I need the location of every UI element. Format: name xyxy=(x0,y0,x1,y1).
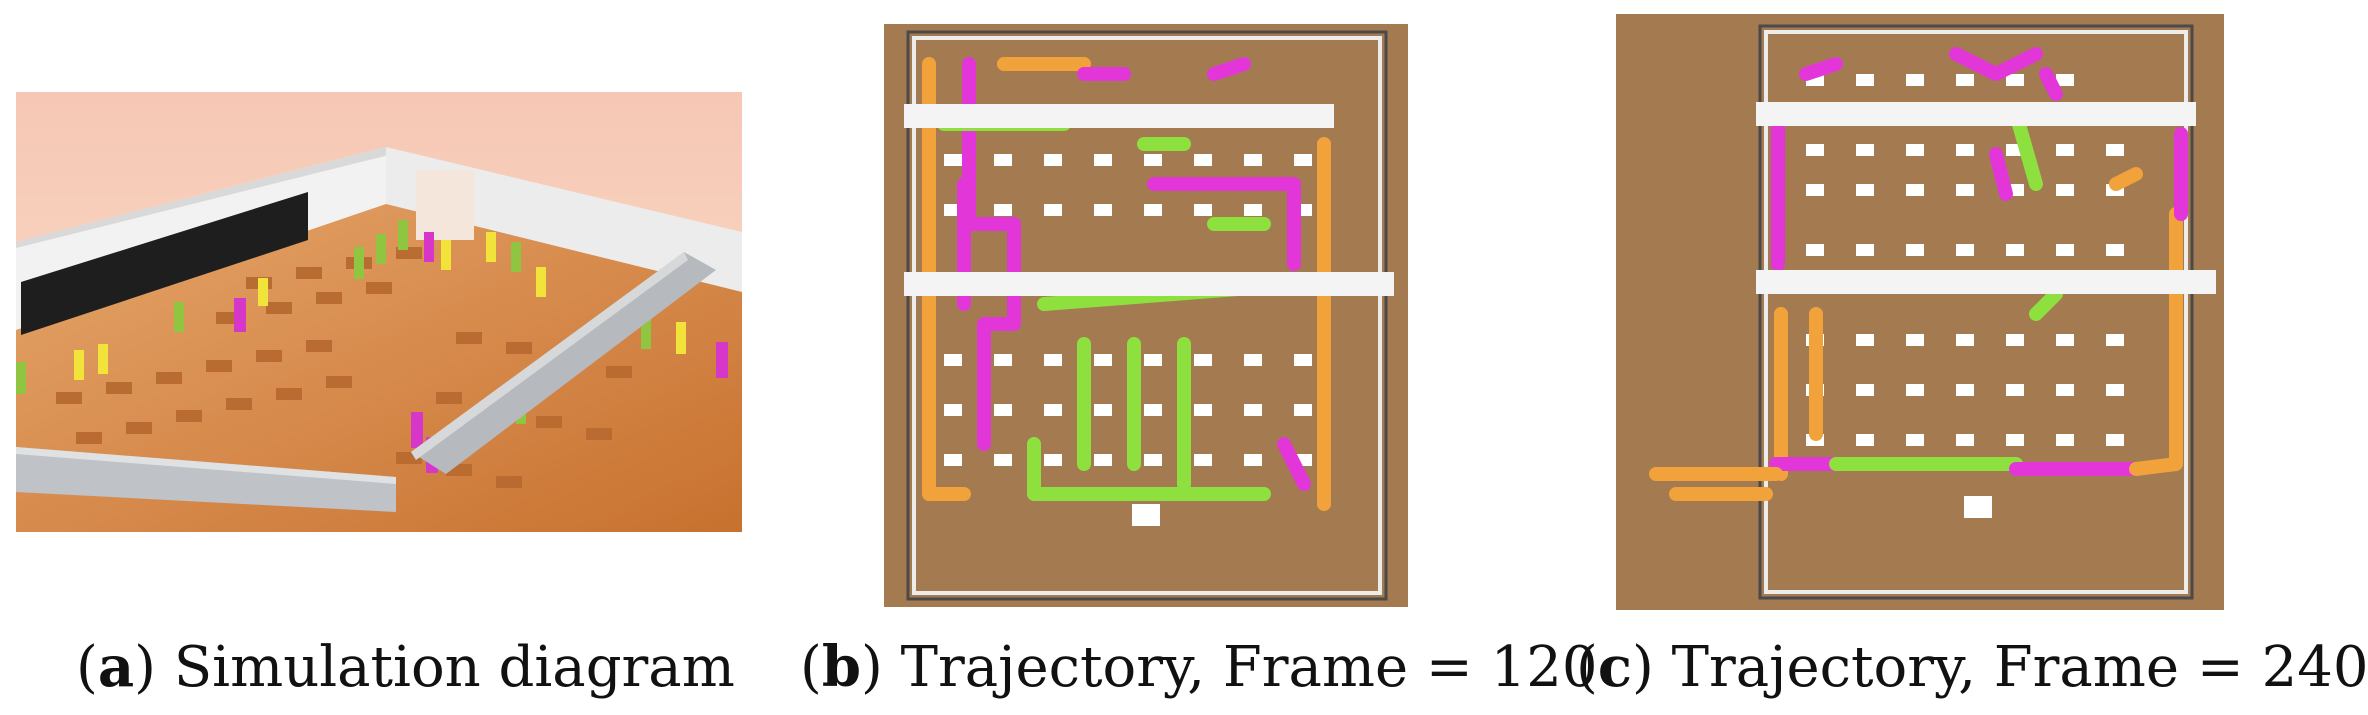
caption-b: (b) Trajectory, Frame = 120 xyxy=(800,634,1598,700)
panel-b-trajectory-image xyxy=(884,24,1408,607)
caption-c-text: Trajectory, Frame = 240 xyxy=(1671,635,2368,700)
caption-a-letter: a xyxy=(97,634,135,700)
caption-b-text: Trajectory, Frame = 120 xyxy=(900,635,1598,700)
panel-a-simulation-image xyxy=(16,92,742,532)
caption-c-letter: c xyxy=(1597,634,1632,700)
panel-c-trajectory-image xyxy=(1616,14,2224,610)
caption-b-letter: b xyxy=(821,634,862,700)
caption-c: (c) Trajectory, Frame = 240 xyxy=(1576,634,2368,700)
caption-a: (a) Simulation diagram xyxy=(76,634,735,700)
caption-a-text: Simulation diagram xyxy=(173,635,735,700)
